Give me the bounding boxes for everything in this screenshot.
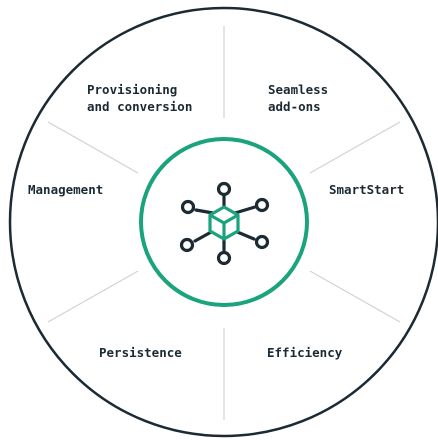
segment-label-seamless-add-ons: Seamless add-ons <box>268 81 348 115</box>
segment-label-line: Management <box>28 182 104 197</box>
network-hub-cube-icon <box>179 181 270 266</box>
divider-upper-left <box>47 121 139 174</box>
outer-ring <box>8 6 438 438</box>
segment-label-line: SmartStart <box>329 182 405 197</box>
divider-lower-left <box>47 270 139 323</box>
segment-dividers <box>47 26 401 420</box>
divider-lower-right <box>309 270 401 323</box>
segment-label-provisioning: Provisioning and conversion <box>87 81 217 115</box>
segment-label-persistence: Persistence <box>99 344 209 361</box>
segment-label-line: Seamless <box>268 82 329 97</box>
segment-label-line: add-ons <box>268 99 321 114</box>
divider-upper-right <box>309 121 401 174</box>
segment-label-line: and conversion <box>87 99 193 114</box>
segment-label-management: Management <box>28 181 128 198</box>
segment-label-efficiency: Efficiency <box>267 344 367 361</box>
segment-label-line: Provisioning <box>87 82 178 97</box>
segment-label-line: Persistence <box>99 345 182 360</box>
segment-label-smartstart: SmartStart <box>329 181 429 198</box>
segment-label-line: Efficiency <box>267 345 343 360</box>
